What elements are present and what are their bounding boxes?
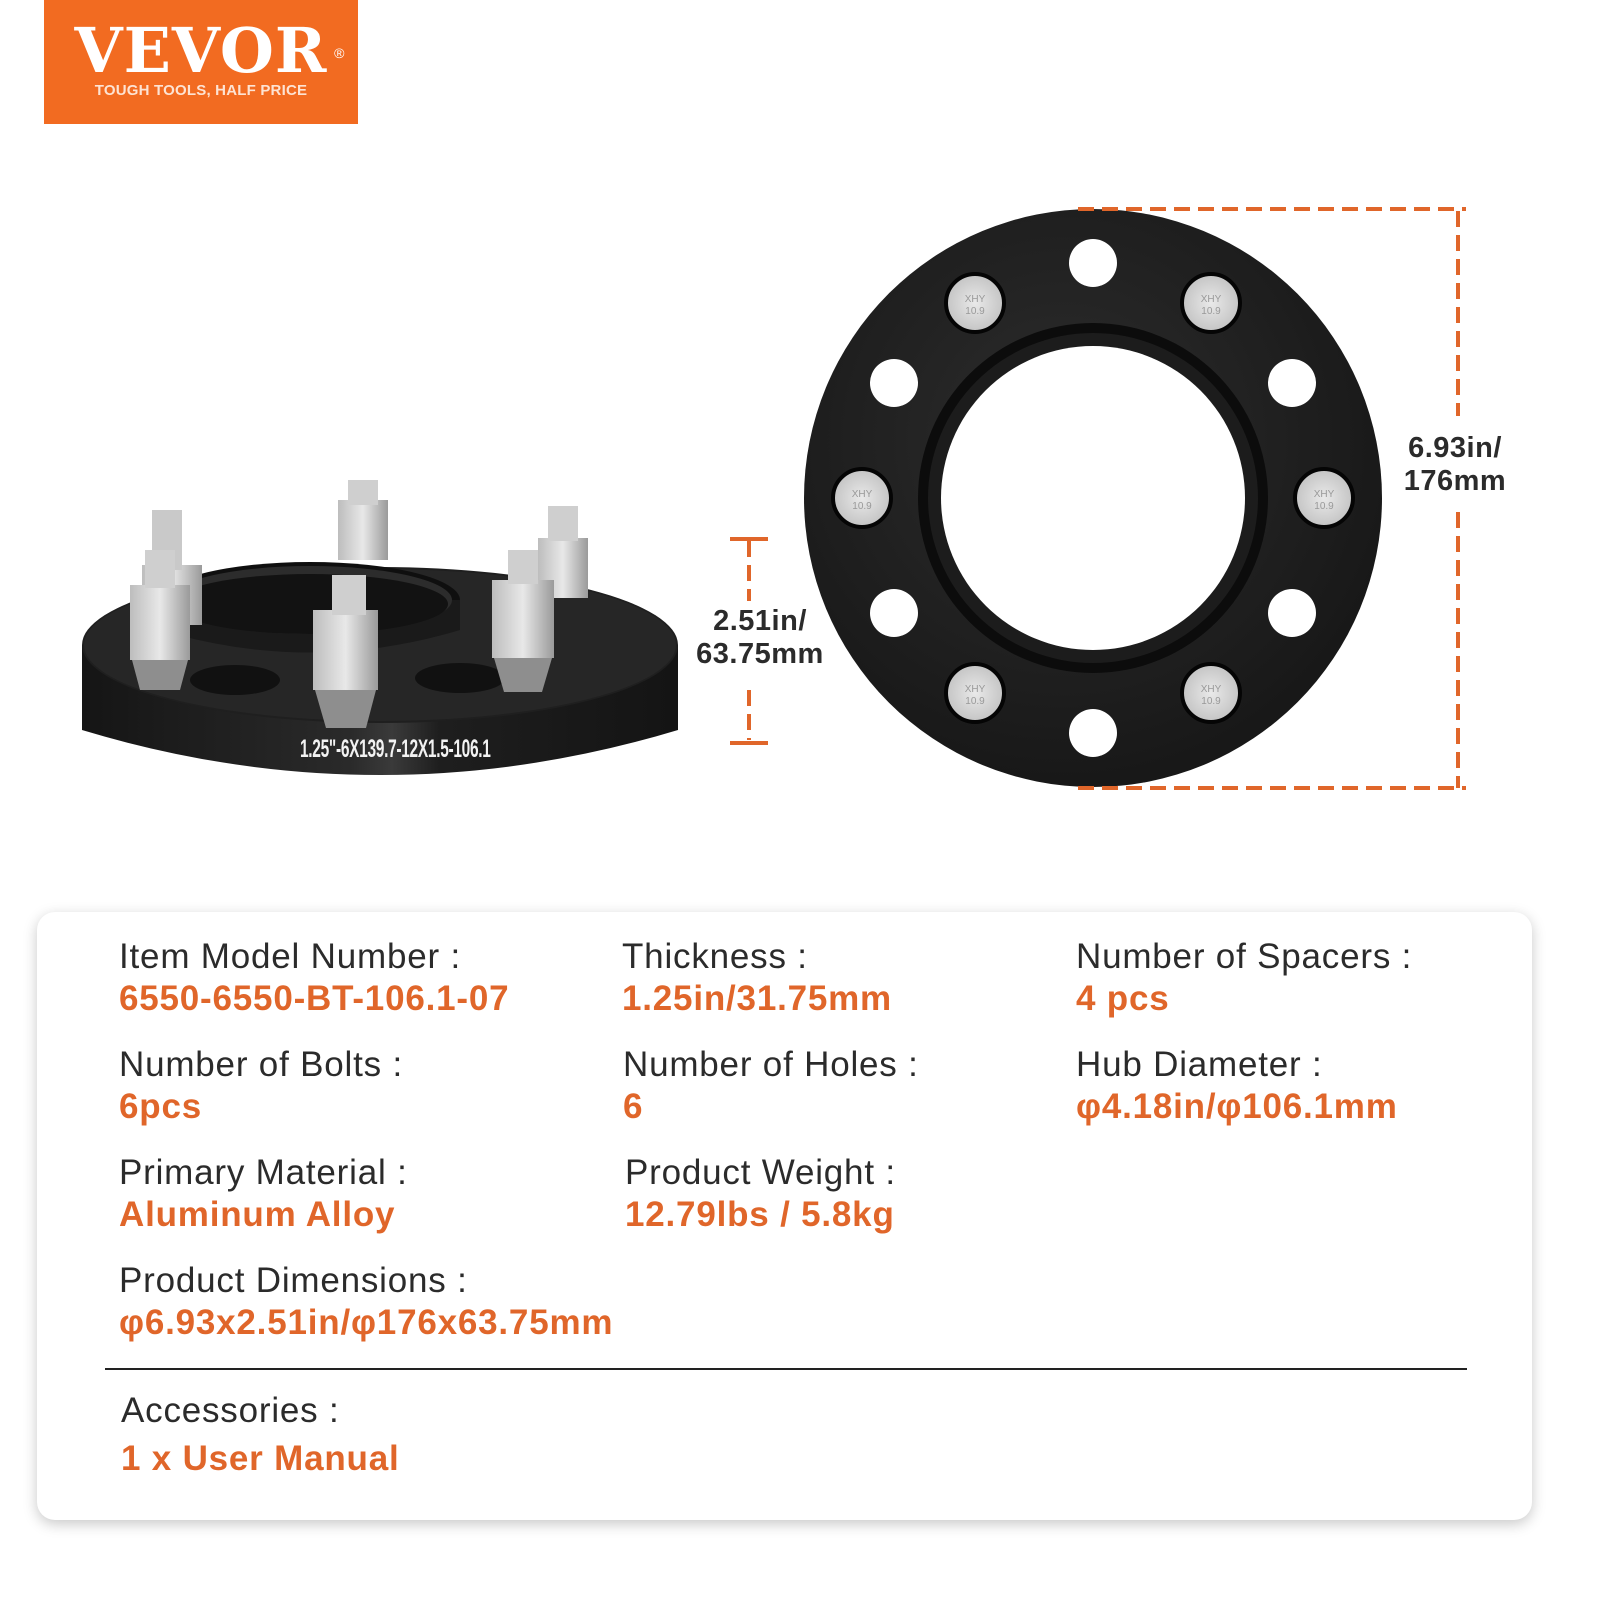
spec-label: Accessories : <box>121 1391 340 1430</box>
spec-label: Number of Spacers : <box>1076 937 1413 976</box>
height-dimension-bottom-cap <box>730 741 768 745</box>
spec-divider <box>105 1368 1467 1370</box>
spec-label: Number of Bolts : <box>119 1045 403 1084</box>
spec-number-of-spacers: Number of Spacers : 4 pcs <box>1076 936 1412 1020</box>
svg-text:XHY: XHY <box>1201 684 1222 695</box>
wheel-spacer-side-view <box>82 480 678 775</box>
spec-value: φ4.18in/φ106.1mm <box>1076 1087 1398 1126</box>
svg-text:XHY: XHY <box>1201 294 1222 305</box>
height-label-mm: 63.75mm <box>696 638 824 670</box>
svg-text:10.9: 10.9 <box>852 501 872 512</box>
spec-hub-diameter: Hub Diameter : φ4.18in/φ106.1mm <box>1076 1044 1398 1128</box>
svg-text:10.9: 10.9 <box>965 696 985 707</box>
spec-label: Item Model Number : <box>119 937 461 976</box>
spec-value: 1.25in/31.75mm <box>622 979 892 1018</box>
brand-name: VEVOR ® <box>75 0 345 82</box>
spec-label: Primary Material : <box>119 1153 408 1192</box>
diameter-dimension-line-bottom <box>1456 512 1460 788</box>
svg-text:XHY: XHY <box>965 684 986 695</box>
spec-product-weight: Product Weight : 12.79lbs / 5.8kg <box>625 1152 896 1236</box>
diameter-dimension-top-line <box>1078 207 1466 211</box>
spec-primary-material: Primary Material : Aluminum Alloy <box>119 1152 408 1236</box>
spec-value: 6 <box>623 1087 644 1126</box>
diameter-label-inches: 6.93in/ <box>1408 432 1502 464</box>
spec-accessories: Accessories : 1 x User Manual <box>121 1390 400 1480</box>
spec-label: Product Weight : <box>625 1153 896 1192</box>
spec-label: Hub Diameter : <box>1076 1045 1323 1084</box>
height-label-inches: 2.51in/ <box>713 605 807 637</box>
spec-number-of-bolts: Number of Bolts : 6pcs <box>119 1044 403 1128</box>
height-dimension-line-bottom <box>747 690 751 740</box>
registered-mark: ® <box>334 45 346 61</box>
svg-text:10.9: 10.9 <box>1201 696 1221 707</box>
spec-value: Aluminum Alloy <box>119 1195 396 1234</box>
spec-value: 6550-6550-BT-106.1-07 <box>119 979 510 1018</box>
spec-label: Thickness : <box>622 937 808 976</box>
spec-value: 6pcs <box>119 1087 202 1126</box>
spec-value: 1 x User Manual <box>121 1439 400 1478</box>
spec-thickness: Thickness : 1.25in/31.75mm <box>622 936 892 1020</box>
diameter-dimension-line-top <box>1456 211 1460 416</box>
svg-text:XHY: XHY <box>1314 489 1335 500</box>
spec-label: Number of Holes : <box>623 1045 919 1084</box>
brand-wordmark: VEVOR <box>74 14 328 87</box>
spec-value: φ6.93x2.51in/φ176x63.75mm <box>119 1303 614 1342</box>
diameter-label-mm: 176mm <box>1403 465 1507 497</box>
svg-text:10.9: 10.9 <box>1201 306 1221 317</box>
height-dimension-label: 2.51in/ 63.75mm <box>680 605 840 671</box>
specifications-card: Item Model Number : 6550-6550-BT-106.1-0… <box>37 912 1532 1520</box>
vevor-logo: VEVOR ® TOUGH TOOLS, HALF PRICE <box>44 0 358 124</box>
diameter-dimension-bottom-line <box>1078 786 1466 790</box>
diameter-dimension-label: 6.93in/ 176mm <box>1390 432 1520 498</box>
svg-text:XHY: XHY <box>852 489 873 500</box>
spec-value: 12.79lbs / 5.8kg <box>625 1195 895 1234</box>
spacer-stamp-text: 1.25"-6X139.7-12X1.5-106.1 <box>300 735 491 763</box>
height-dimension-line-top <box>747 541 751 601</box>
svg-text:10.9: 10.9 <box>1314 501 1334 512</box>
spec-number-of-holes: Number of Holes : 6 <box>623 1044 919 1128</box>
spec-item-model-number: Item Model Number : 6550-6550-BT-106.1-0… <box>119 936 509 1020</box>
spec-label: Product Dimensions : <box>119 1261 468 1300</box>
spec-product-dimensions: Product Dimensions : φ6.93x2.51in/φ176x6… <box>119 1260 613 1344</box>
svg-text:10.9: 10.9 <box>965 306 985 317</box>
svg-text:XHY: XHY <box>965 294 986 305</box>
spec-value: 4 pcs <box>1076 979 1170 1018</box>
height-dimension-top-cap <box>730 537 768 541</box>
product-illustration-area: 1.25"-6X139.7-12X1.5-106.1 2.51in/ 63.75… <box>82 207 1520 790</box>
brand-tagline: TOUGH TOOLS, HALF PRICE <box>94 82 308 99</box>
